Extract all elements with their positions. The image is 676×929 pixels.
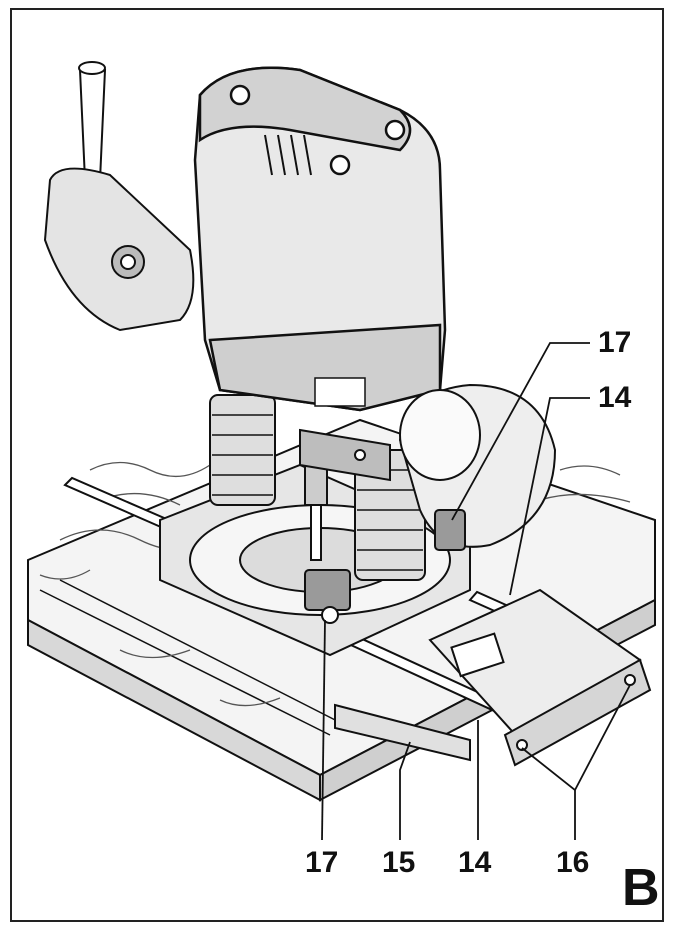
callout-15-bottom: 15 bbox=[382, 846, 416, 879]
motor-housing bbox=[193, 66, 447, 412]
handle-knob bbox=[398, 383, 557, 548]
callout-16-bottom: 16 bbox=[556, 846, 590, 879]
callout-17-bottom: 17 bbox=[305, 846, 339, 879]
dust-extraction-hose bbox=[43, 61, 195, 332]
parallel-guide bbox=[334, 588, 652, 767]
clamping-screw-front bbox=[304, 569, 351, 624]
callout-leaders bbox=[321, 342, 631, 841]
clamping-screw-rear bbox=[434, 509, 466, 551]
callout-14-bottom: 14 bbox=[458, 846, 492, 879]
column-bellows bbox=[209, 394, 426, 581]
depth-lock-lever bbox=[299, 428, 391, 482]
router-bit bbox=[304, 464, 328, 561]
callout-17-top: 17 bbox=[598, 326, 632, 359]
figure-letter: B bbox=[622, 859, 660, 917]
callout-14-top: 14 bbox=[598, 381, 632, 414]
